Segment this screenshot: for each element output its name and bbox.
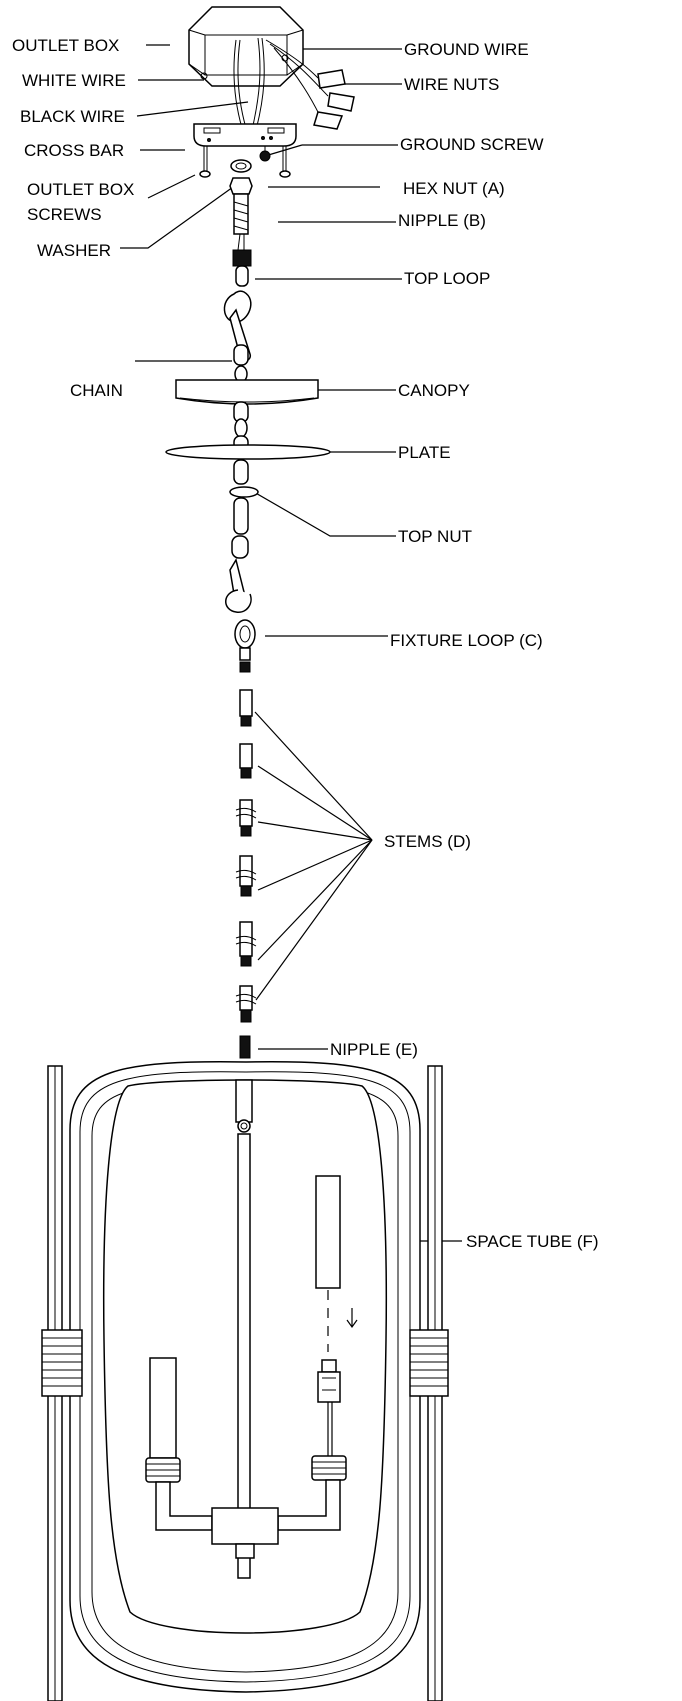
- space-tube: [315, 1175, 358, 1352]
- label-top-nut: TOP NUT: [398, 527, 472, 546]
- cups: [145, 1455, 347, 1483]
- hex-nut-washer-nipple-b: [229, 159, 253, 251]
- label-washer: WASHER: [37, 241, 111, 260]
- post-wrap-right: [409, 1329, 449, 1397]
- label-outlet-box-screws-line1: OUTLET BOX: [27, 180, 134, 199]
- cross-bar: [193, 123, 297, 147]
- label-ground-screw: GROUND SCREW: [400, 135, 544, 154]
- label-fixture-loop: FIXTURE LOOP (C): [390, 631, 543, 650]
- outlet-box: [188, 6, 304, 87]
- outlet-box-screws: [199, 146, 291, 178]
- socket-right: [317, 1359, 341, 1456]
- top-loop: [232, 249, 252, 287]
- stems-fan-lines: [254, 711, 373, 1001]
- arms: [155, 1479, 341, 1559]
- side-posts: [41, 1065, 449, 1701]
- down-arrow: [346, 1308, 358, 1329]
- label-white-wire: WHITE WIRE: [22, 71, 126, 90]
- label-top-loop: TOP LOOP: [404, 269, 490, 288]
- label-hex-nut: HEX NUT (A): [403, 179, 505, 198]
- canopy: [175, 379, 319, 405]
- wire-nuts: [313, 69, 355, 130]
- label-space-tube: SPACE TUBE (F): [466, 1232, 599, 1251]
- label-wire-nuts: WIRE NUTS: [404, 75, 499, 94]
- wires: [233, 37, 329, 131]
- post-wrap-left: [41, 1329, 83, 1397]
- label-outlet-box: OUTLET BOX: [12, 36, 119, 55]
- chain-upper: [223, 290, 252, 383]
- chain-hook: [225, 558, 252, 613]
- plate: [165, 444, 331, 460]
- label-stems: STEMS (D): [384, 832, 471, 851]
- label-chain: CHAIN: [70, 381, 123, 400]
- stems: [235, 689, 257, 1023]
- label-outlet-box-screws-line2: SCREWS: [27, 205, 102, 224]
- label-black-wire: BLACK WIRE: [20, 107, 125, 126]
- label-plate: PLATE: [398, 443, 451, 462]
- ground-screw: [259, 146, 271, 162]
- label-ground-wire: GROUND WIRE: [404, 40, 529, 59]
- nipple-e: [239, 1035, 251, 1059]
- label-nipple-e: NIPPLE (E): [330, 1040, 418, 1059]
- label-cross-bar: CROSS BAR: [24, 141, 124, 160]
- right-labels: GROUND WIRE WIRE NUTS GROUND SCREW HEX N…: [330, 40, 599, 1251]
- fixture-loop: [234, 619, 256, 673]
- left-labels: OUTLET BOX WHITE WIRE BLACK WIRE CROSS B…: [12, 36, 134, 400]
- label-canopy: CANOPY: [398, 381, 470, 400]
- label-nipple-b: NIPPLE (B): [398, 211, 486, 230]
- center-rod: [235, 1079, 253, 1579]
- chain-lower: [229, 459, 259, 559]
- candle-left: [149, 1357, 177, 1459]
- chain-middle: [233, 401, 249, 451]
